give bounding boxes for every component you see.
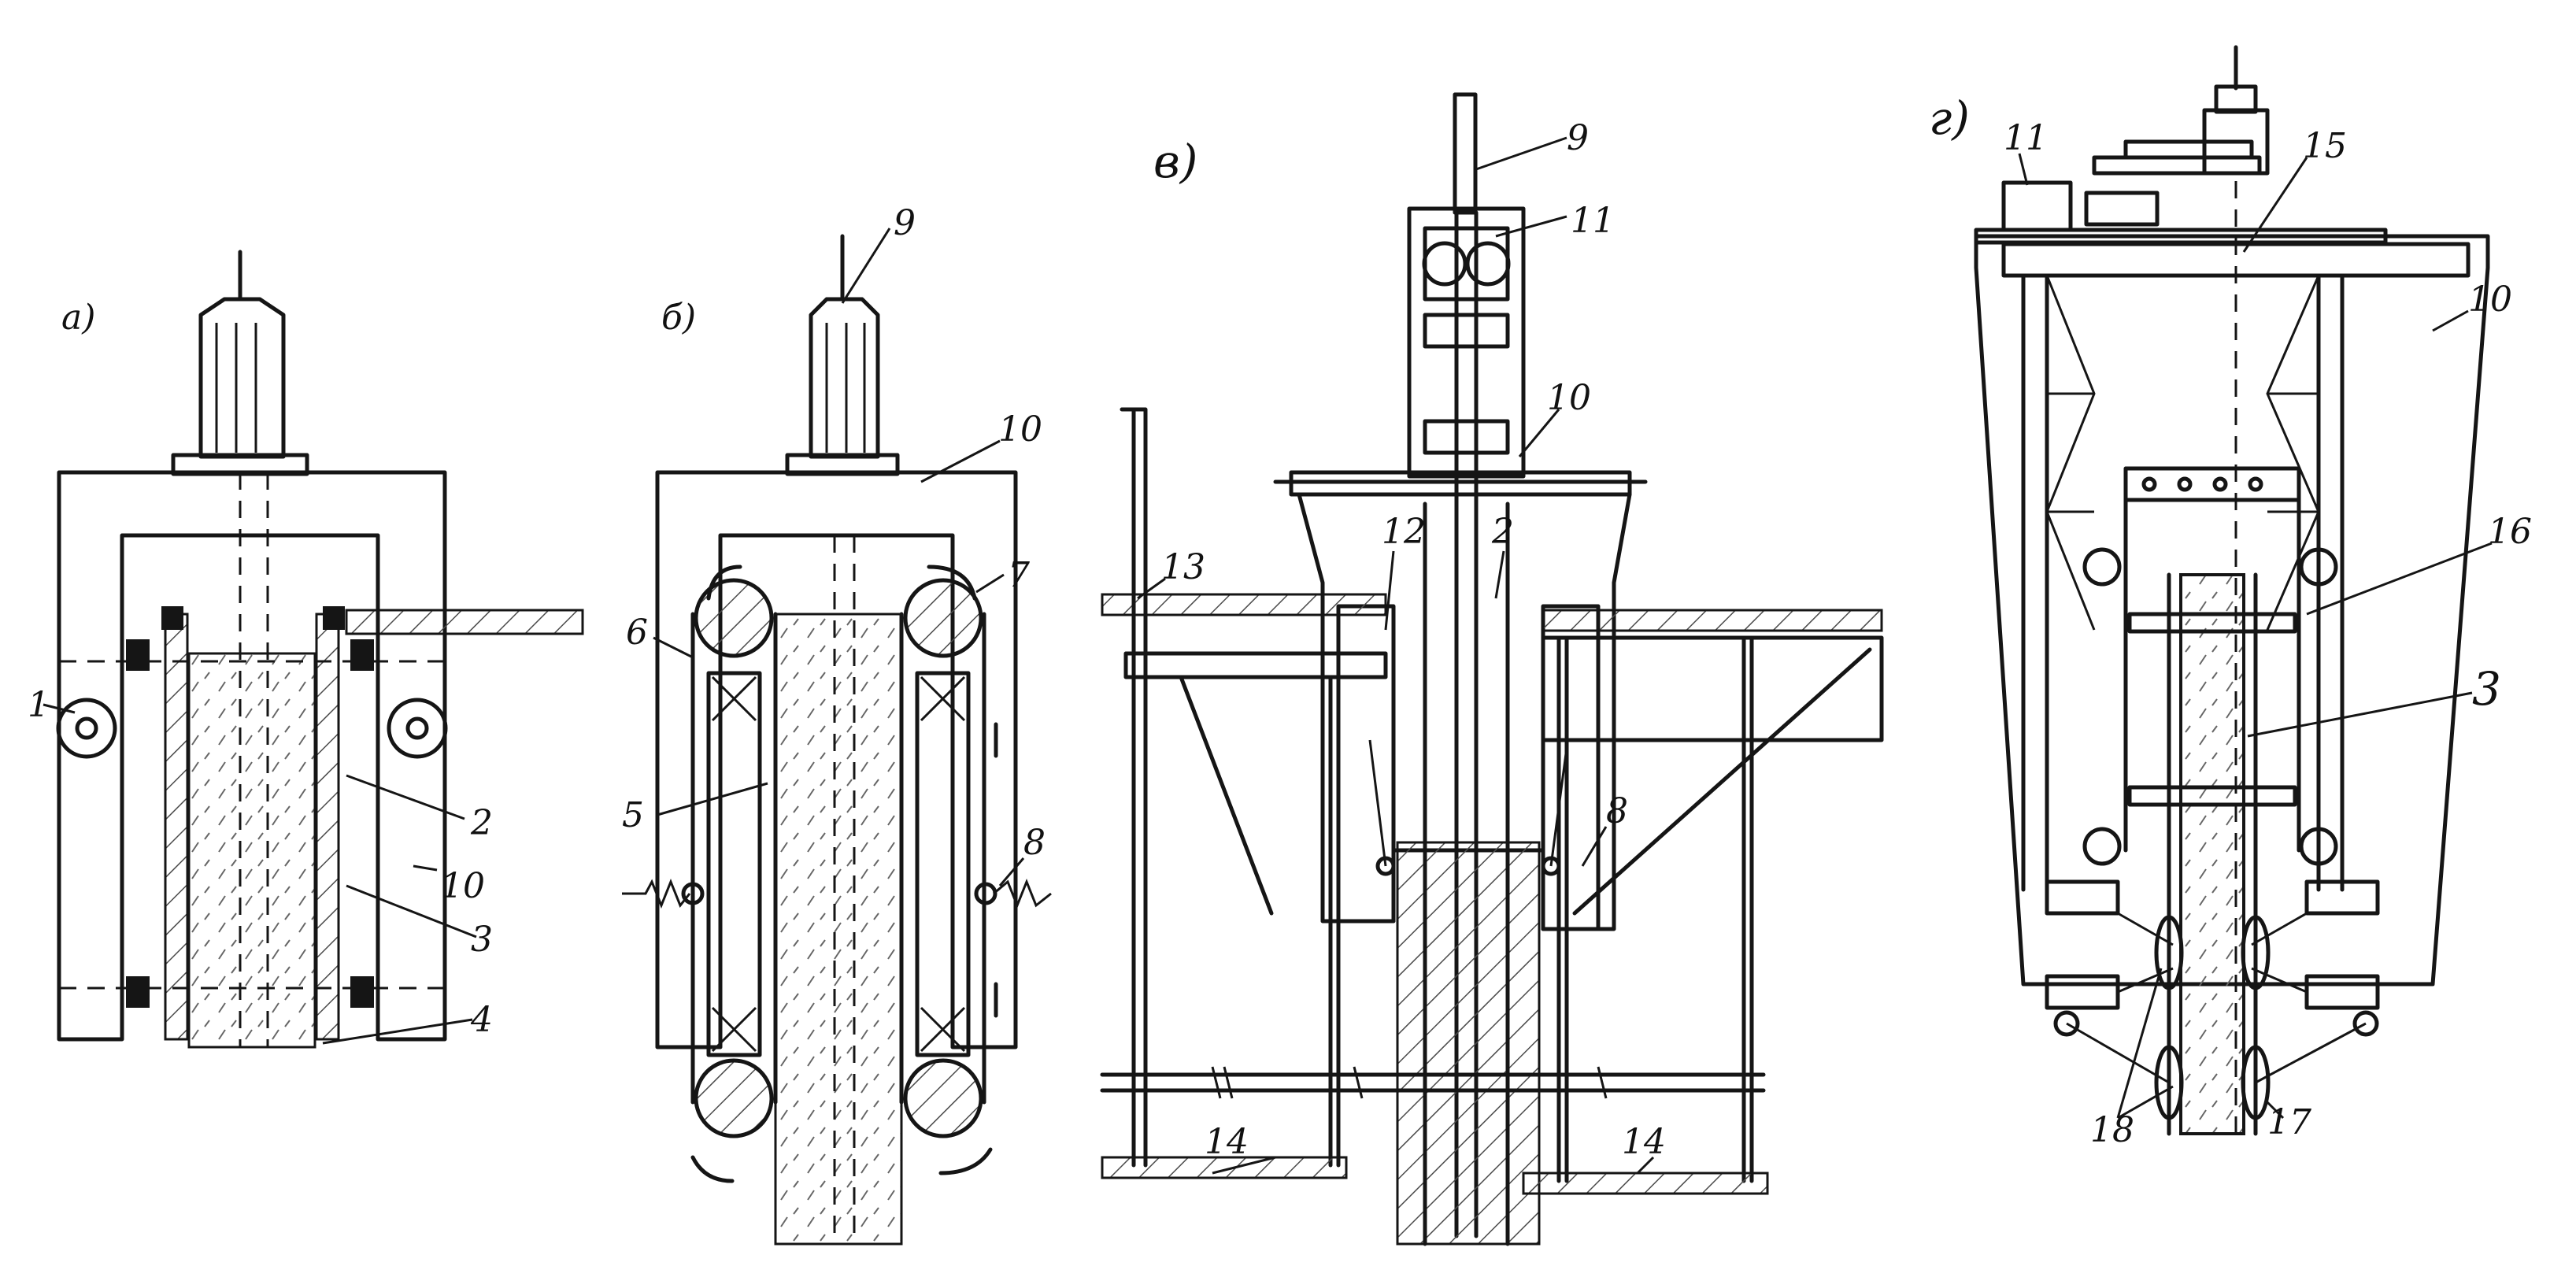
panel-a-concrete-column xyxy=(187,652,316,1049)
panel-v-callout-2: 2 xyxy=(1491,512,1514,552)
panel-b-right-spring xyxy=(993,878,1052,909)
panel-v-callout-14-right: 14 xyxy=(1622,1122,1666,1162)
panel-b-callout-10: 10 xyxy=(998,409,1042,450)
panel-v-callout-9: 9 xyxy=(1567,118,1589,158)
panel-v: в) xyxy=(1100,92,1884,1246)
panel-b-frame xyxy=(655,470,1018,1049)
panel-v-callout-13: 13 xyxy=(1161,547,1205,587)
panel-v-right-scaffold xyxy=(1556,635,1569,1183)
panel-g-callout-3: 3 xyxy=(2472,662,2501,716)
panel-v-head-housing xyxy=(1407,206,1526,479)
panel-g: г) xyxy=(1929,45,2532,1150)
panel-g-callout-11: 11 xyxy=(2004,118,2048,158)
panel-a-arm xyxy=(345,609,584,635)
panel-g-letter: г) xyxy=(1929,91,1970,145)
panel-v-right-deck xyxy=(1542,609,1883,632)
panel-b-callout-7: 7 xyxy=(1008,555,1030,595)
panel-a-callout-4: 4 xyxy=(470,1000,493,1040)
panel-g-motor xyxy=(2001,180,2073,232)
panel-v-left-scaffold xyxy=(1120,407,1148,1168)
panel-g-center-column xyxy=(2179,573,2245,1135)
panel-b-callout-8: 8 xyxy=(1023,823,1046,863)
panel-g-mid-plate xyxy=(2123,466,2301,502)
panel-a-callout-3: 3 xyxy=(471,920,493,960)
panel-v-callout-11: 11 xyxy=(1571,201,1615,241)
panel-a-right-wall xyxy=(315,613,340,1041)
panel-v-right-scaffold-floor xyxy=(1522,1172,1769,1195)
panel-v-callout-10: 10 xyxy=(1547,378,1591,418)
panel-b-right-top-pulley xyxy=(903,578,983,658)
panel-v-rod xyxy=(1453,92,1478,215)
panel-a-callout-10: 10 xyxy=(441,866,485,906)
panel-a-callout-2: 2 xyxy=(470,803,493,843)
panel-b-motor xyxy=(809,234,880,459)
panel-b: б) 9 10 7 6 xyxy=(622,203,1052,1246)
panel-a-left-roller xyxy=(56,698,117,759)
panel-g-callout-18: 18 xyxy=(2090,1110,2134,1150)
panel-b-letter: б) xyxy=(661,298,696,338)
panel-b-callout-9: 9 xyxy=(894,203,916,243)
panel-g-callout-17: 17 xyxy=(2267,1102,2311,1142)
panel-b-callout-5: 5 xyxy=(622,795,644,835)
panel-v-right-beam xyxy=(1541,635,1884,742)
panel-b-concrete-column xyxy=(774,613,903,1246)
panel-a-left-wall xyxy=(164,613,189,1041)
panel-g-frame xyxy=(1974,234,2490,987)
panel-v-callout-14-left: 14 xyxy=(1205,1122,1249,1162)
panel-v-working-deck xyxy=(1101,593,1387,616)
panel-v-letter: в) xyxy=(1153,135,1197,188)
panel-v-concrete-column xyxy=(1396,841,1541,1246)
panel-b-left-spring xyxy=(622,878,691,909)
panel-v-left-scaffold-floor xyxy=(1101,1156,1348,1179)
panel-b-left-top-pulley xyxy=(694,578,774,658)
panel-a-motor xyxy=(198,250,286,459)
panel-g-callout-16: 16 xyxy=(2488,512,2532,552)
panel-g-callout-10: 10 xyxy=(2468,279,2512,320)
panel-a: а) 1 2 3 4 10 xyxy=(28,250,584,1049)
panel-b-right-belt xyxy=(899,612,986,1105)
panel-b-right-bottom-pulley xyxy=(903,1058,983,1138)
panel-v-callout-8: 8 xyxy=(1606,791,1628,831)
panel-a-letter: а) xyxy=(61,298,95,338)
panel-b-callout-6: 6 xyxy=(626,613,648,653)
panel-g-callout-15: 15 xyxy=(2303,126,2347,166)
panel-a-right-roller xyxy=(387,698,448,759)
panel-a-callout-1: 1 xyxy=(28,685,50,725)
panel-v-callout-12: 12 xyxy=(1382,512,1426,552)
panel-b-left-belt xyxy=(690,612,778,1105)
panel-b-left-bottom-pulley xyxy=(694,1058,774,1138)
